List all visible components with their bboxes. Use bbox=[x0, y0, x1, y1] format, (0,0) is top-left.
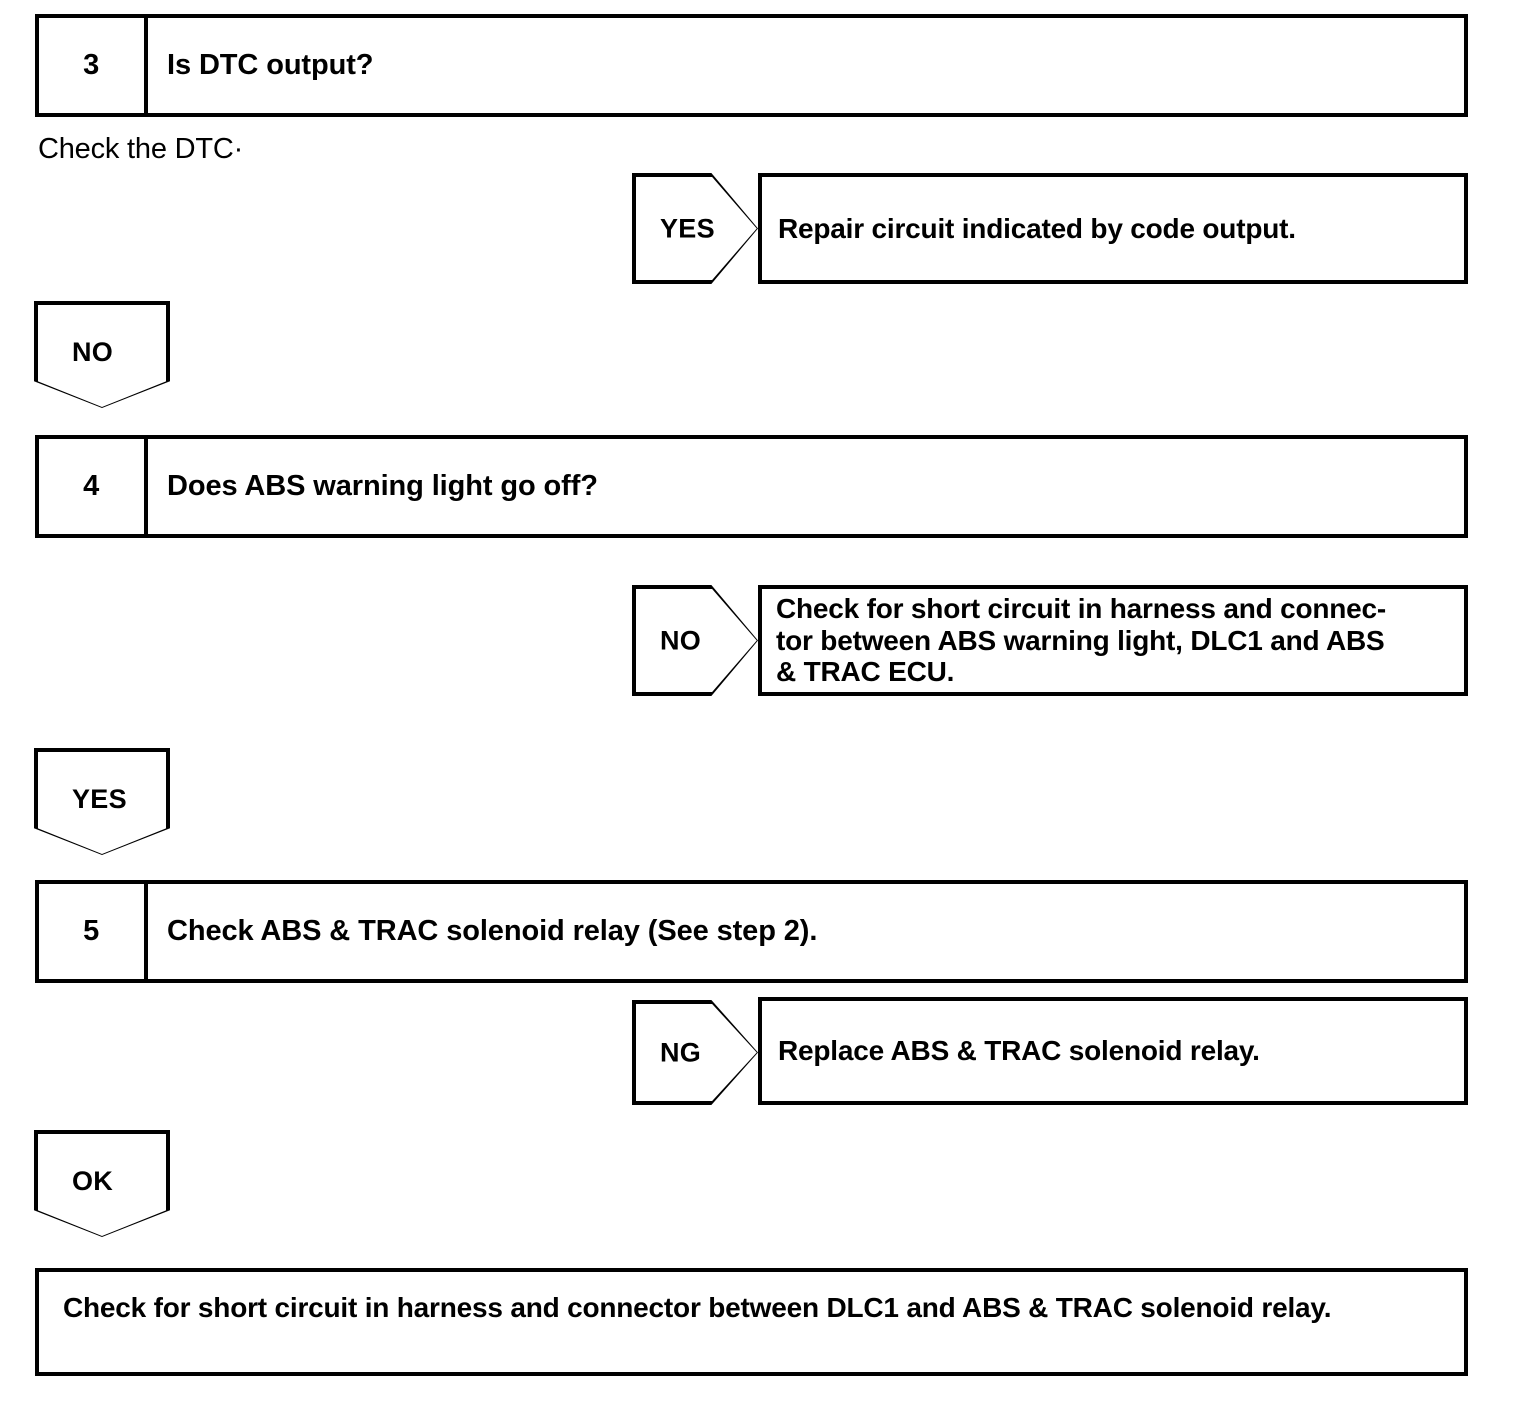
result-text: Repair circuit indicated by code output. bbox=[778, 212, 1296, 244]
result-box-final-check: Check for short circuit in harness and c… bbox=[35, 1268, 1468, 1376]
branch-tag-ng-replace-label: NG bbox=[660, 1037, 702, 1067]
branch-tag-ok-continue-label: OK bbox=[72, 1166, 114, 1196]
branch-tag-no-continue: NO bbox=[34, 301, 170, 408]
step-box-4: 4 Does ABS warning light go off? bbox=[35, 435, 1468, 538]
step-text-5: Check ABS & TRAC solenoid relay (See ste… bbox=[167, 915, 818, 947]
result-text-line-1: Check for short circuit in harness and c… bbox=[776, 593, 1387, 625]
branch-tag-yes-repair-label: YES bbox=[660, 213, 715, 243]
step-number-3: 3 bbox=[39, 18, 148, 113]
result-box-replace-relay: Replace ABS & TRAC solenoid relay. bbox=[758, 997, 1468, 1105]
step-text-4: Does ABS warning light go off? bbox=[167, 470, 598, 502]
branch-tag-ng-replace: NG bbox=[632, 1000, 758, 1105]
note-check-dtc: Check the DTC· bbox=[38, 133, 244, 165]
result-box-repair-circuit: Repair circuit indicated by code output. bbox=[758, 173, 1468, 284]
branch-tag-ok-continue: OK bbox=[34, 1130, 170, 1237]
branch-tag-yes-repair: YES bbox=[632, 173, 758, 284]
step-text-3: Is DTC output? bbox=[167, 49, 374, 81]
step-number-5: 5 bbox=[39, 884, 148, 979]
result-text: Replace ABS & TRAC solenoid relay. bbox=[778, 1035, 1260, 1066]
step-number-4: 4 bbox=[39, 439, 148, 534]
result-text-block: Check for short circuit in harness and c… bbox=[776, 593, 1386, 688]
step-box-3: 3 Is DTC output? bbox=[35, 14, 1468, 117]
result-text-line-3: & TRAC ECU. bbox=[776, 656, 955, 688]
branch-tag-yes-continue: YES bbox=[34, 748, 170, 855]
step-box-5: 5 Check ABS & TRAC solenoid relay (See s… bbox=[35, 880, 1468, 983]
branch-tag-no-short-circuit-label: NO bbox=[660, 625, 702, 655]
branch-tag-no-continue-label: NO bbox=[72, 337, 114, 367]
branch-tag-yes-continue-label: YES bbox=[72, 784, 127, 814]
branch-tag-no-short-circuit: NO bbox=[632, 585, 758, 696]
result-box-short-circuit-warning-light: Check for short circuit in harness and c… bbox=[758, 585, 1468, 696]
final-text: Check for short circuit in harness and c… bbox=[63, 1292, 1332, 1323]
result-text-line-2: tor between ABS warning light, DLC1 and … bbox=[776, 624, 1385, 656]
